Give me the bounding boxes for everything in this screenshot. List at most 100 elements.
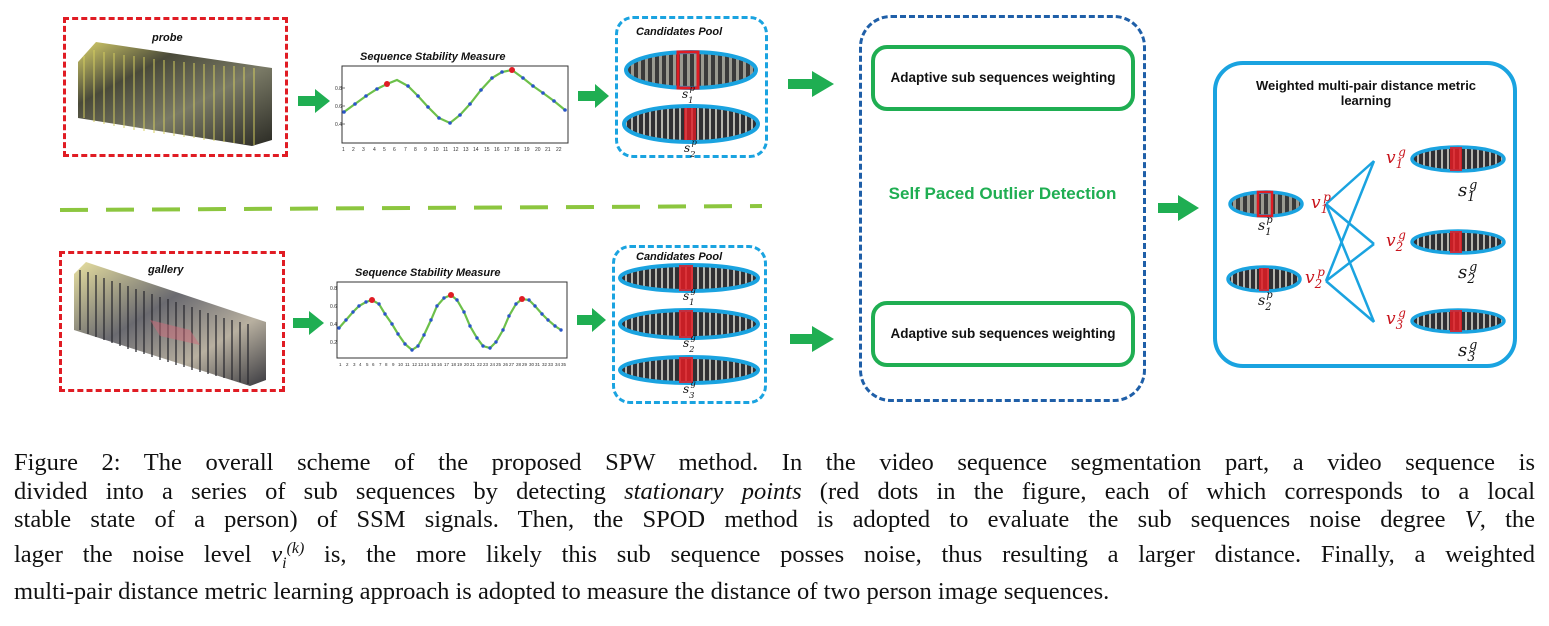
- metric-items: [1226, 145, 1506, 334]
- svg-text:32: 32: [542, 362, 548, 367]
- svg-text:7: 7: [379, 362, 382, 367]
- svg-text:16: 16: [437, 362, 443, 367]
- metric-s1g-label: s1g: [1458, 177, 1478, 204]
- gallery-frame: [59, 251, 285, 392]
- v1p-label: v1p: [1311, 190, 1331, 216]
- probe-frame: [63, 17, 288, 157]
- metric-s2p-label: s2p: [1258, 290, 1273, 313]
- svg-text:24: 24: [490, 362, 496, 367]
- probe-image-stack: [78, 42, 272, 146]
- svg-text:20: 20: [535, 147, 541, 153]
- svg-text:15: 15: [431, 362, 437, 367]
- svg-text:27: 27: [509, 362, 515, 367]
- svg-text:17: 17: [444, 362, 450, 367]
- figure-caption: Figure 2: The overall scheme of the prop…: [14, 449, 1535, 607]
- svg-text:8: 8: [385, 362, 388, 367]
- svg-text:25: 25: [496, 362, 502, 367]
- v2p-label: v2p: [1305, 265, 1325, 291]
- ssm-probe-title: Sequence Stability Measure: [360, 51, 506, 63]
- arrow-spod-to-metric: [1158, 195, 1199, 221]
- svg-text:21: 21: [545, 147, 551, 153]
- svg-text:0.4: 0.4: [330, 322, 337, 328]
- svg-text:6: 6: [372, 362, 375, 367]
- svg-text:13: 13: [463, 147, 469, 153]
- svg-text:2: 2: [346, 362, 349, 367]
- v2g-label: v2g: [1386, 228, 1406, 254]
- caption-line-5: multi-pair distance metric learning appr…: [14, 578, 1110, 606]
- svg-text:19: 19: [457, 362, 463, 367]
- svg-text:12: 12: [453, 147, 459, 153]
- svg-text:4: 4: [359, 362, 362, 367]
- svg-text:22: 22: [556, 147, 562, 153]
- pool-gallery-items: [618, 263, 760, 385]
- candidates-pool-gallery: [612, 245, 767, 404]
- ssm-gallery-title: Sequence Stability Measure: [355, 267, 501, 279]
- caption-line-1: Figure 2: The overall scheme of the prop…: [14, 449, 1535, 476]
- svg-text:33: 33: [548, 362, 554, 367]
- svg-text:23: 23: [483, 362, 489, 367]
- svg-text:1: 1: [342, 147, 345, 153]
- arrow-pool-to-spod-bottom: [790, 326, 834, 352]
- pool-gallery-title: Candidates Pool: [636, 251, 723, 263]
- v3g-label: v3g: [1386, 306, 1406, 332]
- svg-text:17: 17: [504, 147, 510, 153]
- svg-text:3: 3: [362, 147, 365, 153]
- pool-probe-s1-label: s1p: [682, 83, 695, 105]
- pool-gallery-s3-label: s3g: [683, 378, 696, 400]
- svg-text:10: 10: [433, 147, 439, 153]
- svg-text:19: 19: [524, 147, 530, 153]
- svg-text:35: 35: [561, 362, 567, 367]
- svg-text:4: 4: [373, 147, 376, 153]
- svg-text:21: 21: [470, 362, 476, 367]
- svg-text:31: 31: [535, 362, 541, 367]
- probe-label: probe: [152, 32, 183, 44]
- svg-text:7: 7: [404, 147, 407, 153]
- weighting-box-top: Adaptive sub sequences weighting: [871, 45, 1135, 111]
- arrow-ssm-to-pool-gallery: [577, 308, 606, 332]
- svg-text:3: 3: [353, 362, 356, 367]
- svg-text:9: 9: [392, 362, 395, 367]
- svg-text:0.6: 0.6: [335, 104, 342, 110]
- pair-connection-lines: [1324, 160, 1376, 323]
- svg-text:18: 18: [514, 147, 520, 153]
- metric-learning-module: [1213, 61, 1517, 368]
- svg-text:11: 11: [443, 147, 448, 153]
- svg-text:2: 2: [352, 147, 355, 153]
- svg-text:16: 16: [494, 147, 500, 153]
- arrow-ssm-to-pool-probe: [578, 84, 609, 108]
- svg-text:6: 6: [393, 147, 396, 153]
- svg-text:11: 11: [405, 362, 410, 367]
- svg-text:15: 15: [484, 147, 490, 153]
- candidates-pool-probe: [615, 16, 768, 158]
- svg-text:22: 22: [477, 362, 483, 367]
- svg-text:5: 5: [366, 362, 369, 367]
- svg-text:8: 8: [414, 147, 417, 153]
- metric-s2g-label: s2g: [1458, 259, 1478, 286]
- weighting-box-bottom: Adaptive sub sequences weighting: [871, 301, 1135, 367]
- gallery-image-stack: [74, 262, 266, 386]
- svg-text:14: 14: [473, 147, 479, 153]
- svg-text:12: 12: [412, 362, 418, 367]
- metric-s1p-label: s1p: [1258, 215, 1273, 238]
- metric-title: Weighted multi-pair distance metric lear…: [1255, 78, 1477, 108]
- svg-text:5: 5: [383, 147, 386, 153]
- svg-text:34: 34: [555, 362, 561, 367]
- svg-text:0.8: 0.8: [330, 286, 337, 292]
- caption-line-3: stable state of a person) of SSM signals…: [14, 506, 1536, 533]
- arrow-gallery-to-ssm: [293, 311, 324, 335]
- svg-text:14: 14: [424, 362, 430, 367]
- svg-text:9: 9: [424, 147, 427, 153]
- pool-probe-s2-label: s2p: [684, 137, 697, 159]
- gallery-label: gallery: [148, 264, 184, 276]
- spod-module: [859, 15, 1146, 402]
- separator-line: [59, 204, 763, 212]
- svg-text:20: 20: [464, 362, 470, 367]
- pool-gallery-s2-label: s2g: [683, 332, 696, 354]
- svg-text:0.4: 0.4: [335, 122, 342, 128]
- spod-title: Self Paced Outlier Detection: [888, 184, 1117, 203]
- svg-text:18: 18: [451, 362, 457, 367]
- svg-text:0.6: 0.6: [330, 304, 337, 310]
